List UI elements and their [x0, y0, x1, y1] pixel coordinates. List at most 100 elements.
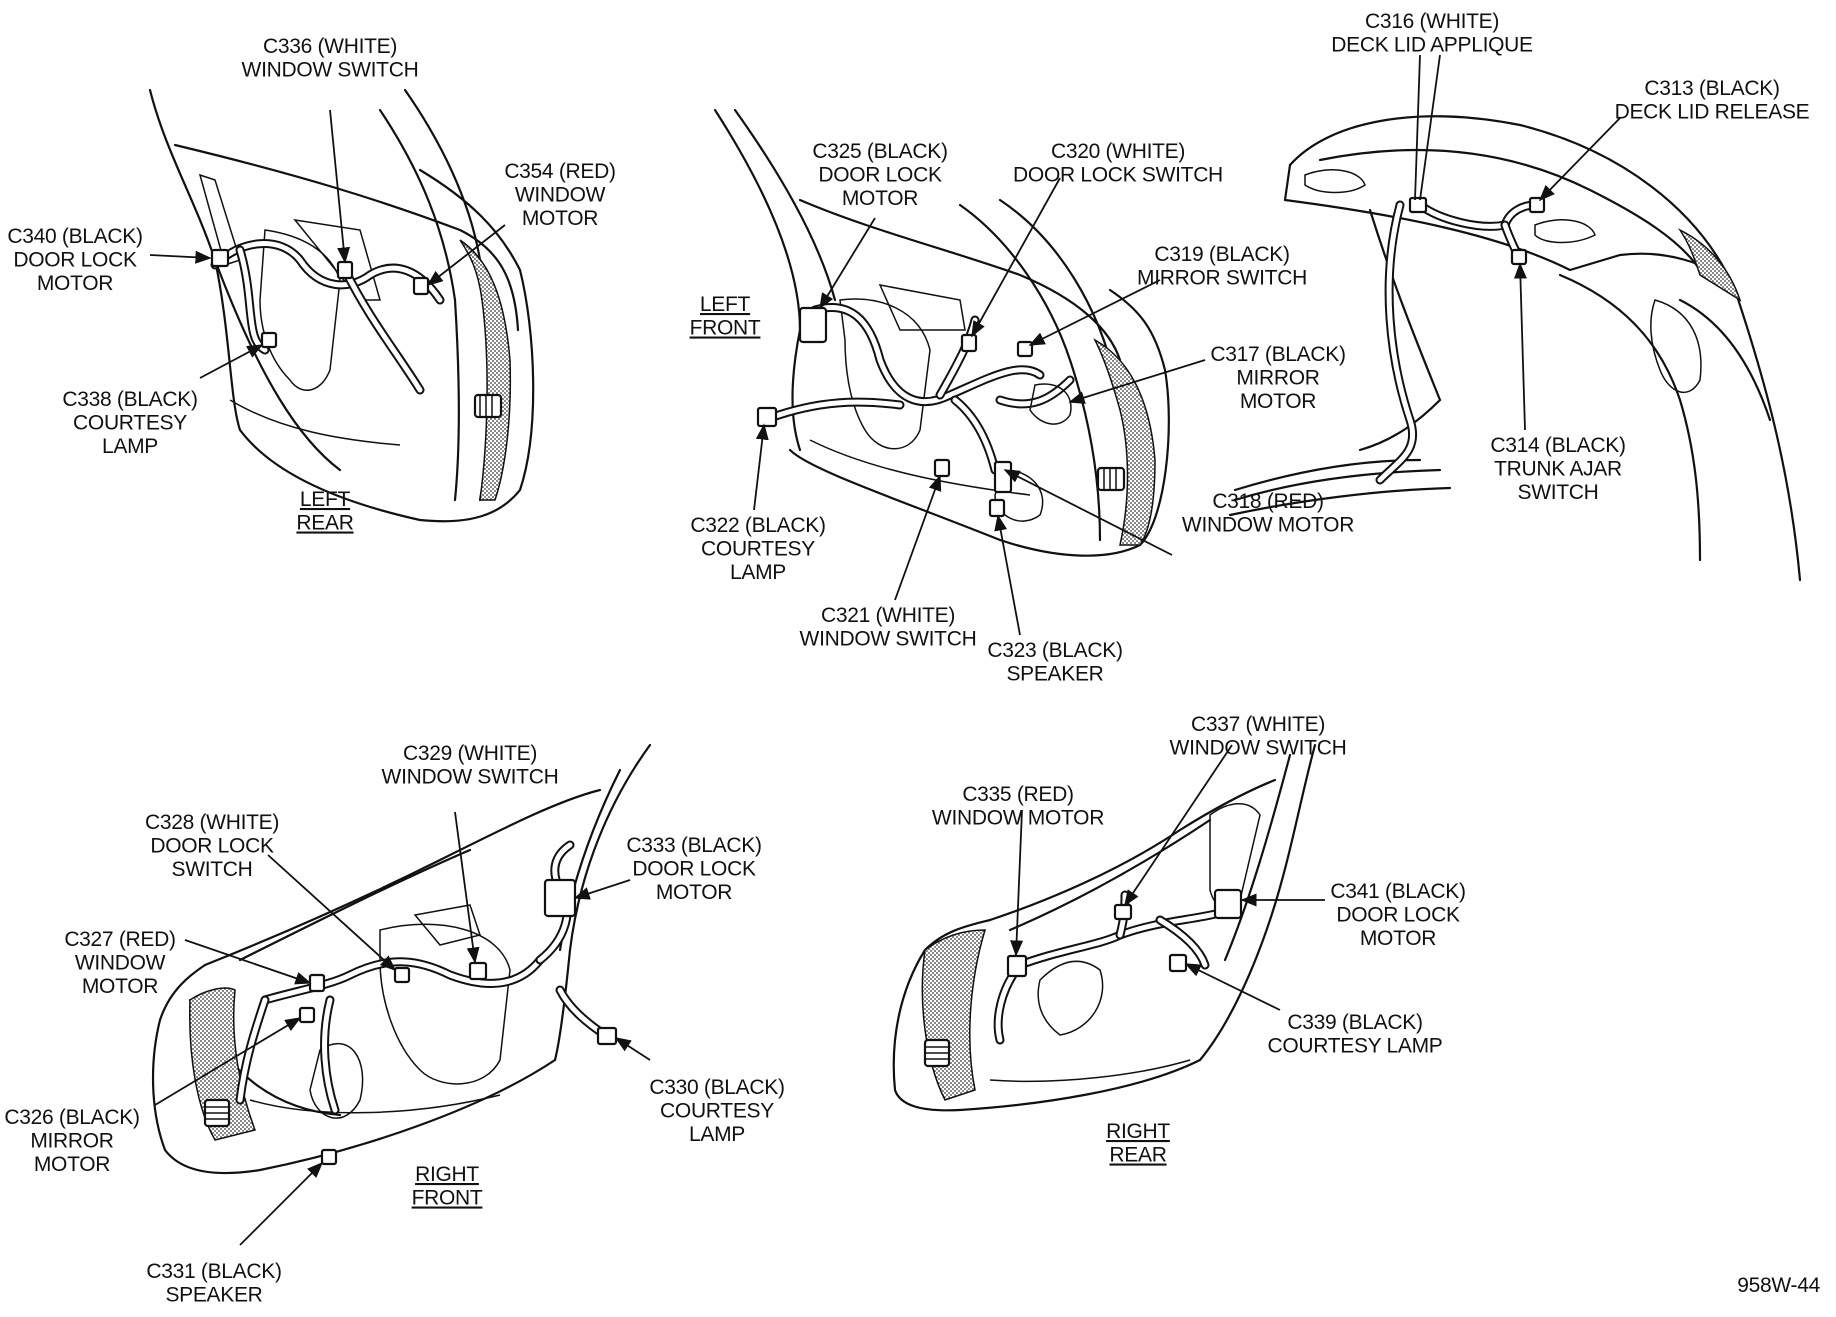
- callout-line: C329 (WHITE): [403, 742, 537, 765]
- callout-line: C320 (WHITE): [1051, 140, 1185, 163]
- callout-c318: C318 (RED)WINDOW MOTOR: [1182, 490, 1354, 537]
- view-title-right-rear: REAR: [1109, 1144, 1166, 1167]
- leader-c340: [149, 250, 212, 264]
- callout-line: C328 (WHITE): [145, 811, 279, 834]
- callout-line: MOTOR: [842, 187, 918, 210]
- callout-line: C325 (BLACK): [812, 140, 947, 163]
- callout-line: MIRROR SWITCH: [1137, 267, 1307, 290]
- callout-line: SPEAKER: [1006, 663, 1103, 686]
- leader-c331: [239, 1161, 324, 1246]
- leader-c327: [184, 939, 312, 985]
- callout-line: MOTOR: [1360, 927, 1436, 950]
- view-title-left-front: FRONT: [690, 317, 761, 340]
- leader-c322: [753, 423, 769, 511]
- callout-line: MOTOR: [656, 881, 732, 904]
- callout-line: DECK LID APPLIQUE: [1331, 34, 1533, 57]
- callout-line: DOOR LOCK: [13, 249, 137, 272]
- leader-c333: [573, 879, 631, 900]
- callout-line: MIRROR: [30, 1130, 113, 1153]
- leader-lines: [149, 54, 1621, 1246]
- leader-c318: [1003, 469, 1173, 556]
- callout-line: SWITCH: [1517, 481, 1598, 504]
- callout-line: C327 (RED): [64, 928, 175, 951]
- callout-line: WINDOW MOTOR: [1182, 514, 1354, 537]
- callout-c329: C329 (WHITE)WINDOW SWITCH: [382, 742, 559, 789]
- callout-c337: C337 (WHITE)WINDOW SWITCH: [1170, 713, 1347, 760]
- callout-line: DOOR LOCK: [818, 164, 942, 187]
- leader-c321: [894, 474, 942, 601]
- leader-c319: [1028, 279, 1161, 346]
- callout-line: SPEAKER: [165, 1284, 262, 1307]
- callout-line: TRUNK AJAR: [1494, 458, 1622, 481]
- leader-c325: [819, 217, 876, 310]
- door-right-rear: [892, 743, 1317, 1112]
- leader-c337: [1124, 744, 1233, 907]
- door-left-rear: [148, 88, 535, 523]
- callout-c320: C320 (WHITE)DOOR LOCK SWITCH: [1013, 140, 1223, 187]
- view-title-left-front: LEFT: [700, 293, 751, 316]
- callout-c339: C339 (BLACK)COURTESY LAMP: [1267, 1011, 1442, 1058]
- callout-line: MOTOR: [34, 1153, 110, 1176]
- callout-line: DOOR LOCK: [632, 858, 756, 881]
- callout-line: SWITCH: [171, 858, 252, 881]
- callout-line: C331 (BLACK): [146, 1260, 281, 1283]
- callout-line: C338 (BLACK): [62, 388, 197, 411]
- callout-line: MOTOR: [522, 207, 598, 230]
- callout-line: LAMP: [730, 561, 786, 584]
- callout-c321: C321 (WHITE)WINDOW SWITCH: [800, 604, 977, 651]
- callout-line: WINDOW: [515, 184, 606, 207]
- callout-line: DOOR LOCK: [1336, 904, 1460, 927]
- callout-line: C317 (BLACK): [1210, 343, 1345, 366]
- callout-line: WINDOW SWITCH: [800, 628, 977, 651]
- callout-line: C336 (WHITE): [263, 35, 397, 58]
- callout-c319: C319 (BLACK)MIRROR SWITCH: [1137, 243, 1307, 290]
- callout-c313: C313 (BLACK)DECK LID RELEASE: [1615, 77, 1810, 124]
- callout-c323: C323 (BLACK)SPEAKER: [987, 639, 1122, 686]
- leader-c339: [1184, 963, 1281, 1011]
- view-title-left-rear: LEFT: [300, 488, 351, 511]
- door-left-front: [713, 108, 1170, 557]
- callout-line: C323 (BLACK): [987, 639, 1122, 662]
- callout-line: LAMP: [102, 435, 158, 458]
- callout-line: C321 (WHITE): [821, 604, 955, 627]
- callout-line: WINDOW: [75, 952, 166, 975]
- callout-c331: C331 (BLACK)SPEAKER: [146, 1260, 281, 1307]
- callout-line: WINDOW SWITCH: [242, 59, 419, 82]
- view-title-right-front: RIGHT: [415, 1163, 479, 1186]
- view-title-right-rear: RIGHT: [1106, 1120, 1170, 1143]
- callout-line: DOOR LOCK: [150, 835, 274, 858]
- callout-line: C339 (BLACK): [1287, 1011, 1422, 1034]
- callout-line: WINDOW SWITCH: [382, 766, 559, 789]
- callout-c336: C336 (WHITE)WINDOW SWITCH: [242, 35, 419, 82]
- callout-line: WINDOW SWITCH: [1170, 737, 1347, 760]
- figure-id: 958W-44: [1737, 1274, 1820, 1297]
- callout-line: C330 (BLACK): [649, 1076, 784, 1099]
- callout-line: C333 (BLACK): [626, 834, 761, 857]
- leader-c338: [199, 344, 264, 379]
- callout-line: DECK LID RELEASE: [1615, 101, 1810, 124]
- leader-c335: [1010, 809, 1024, 957]
- callout-line: WINDOW MOTOR: [932, 807, 1104, 830]
- callout-line: C340 (BLACK): [7, 225, 142, 248]
- callout-line: C337 (WHITE): [1191, 713, 1325, 736]
- callout-line: MOTOR: [1240, 390, 1316, 413]
- leader-c329: [454, 811, 480, 964]
- leader-c316a: [1414, 54, 1421, 201]
- callout-line: C354 (RED): [504, 160, 615, 183]
- leader-c330: [614, 1037, 651, 1061]
